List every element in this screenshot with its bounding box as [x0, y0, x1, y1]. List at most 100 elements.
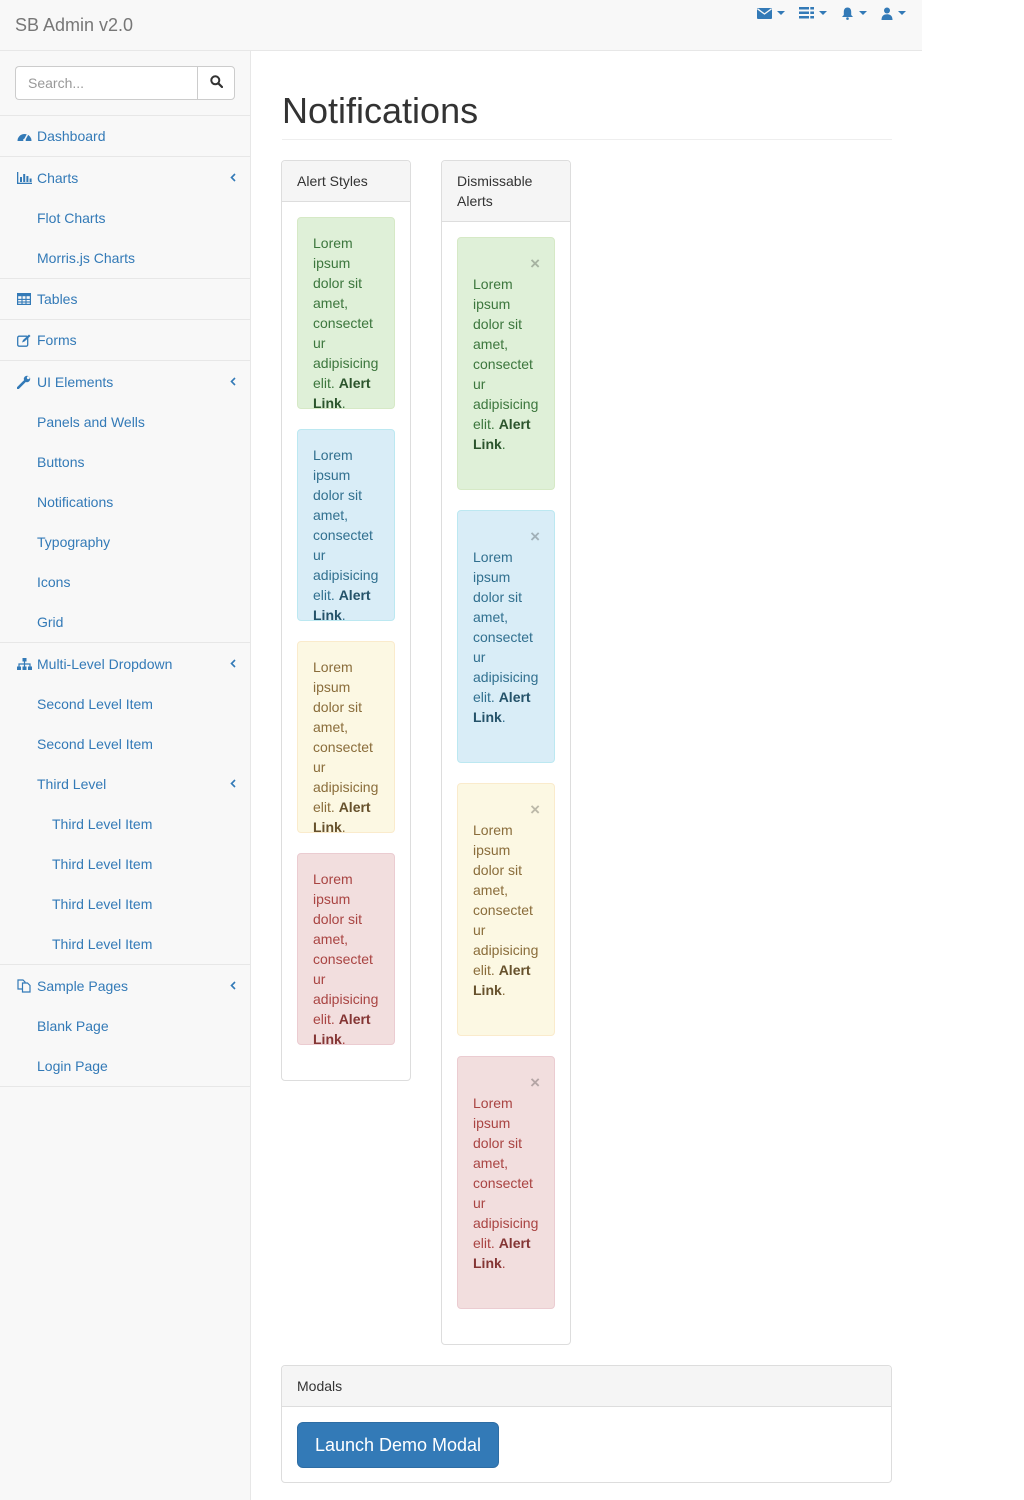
alert-message: Lorem ipsum dolor sit amet, consectetur …: [473, 276, 539, 432]
sidebar-item-flot-charts[interactable]: Flot Charts: [37, 210, 106, 226]
sidebar-search: [0, 51, 250, 116]
caret-down-icon: [898, 11, 906, 15]
alert-message: Lorem ipsum dolor sit amet, consectetur …: [473, 822, 539, 978]
files-icon: [17, 978, 33, 994]
sidebar-item-tables[interactable]: Tables: [0, 279, 250, 320]
sidebar-item-notifications[interactable]: Notifications: [37, 494, 114, 510]
alert-message: Lorem ipsum dolor sit amet, consectetur …: [313, 447, 379, 603]
messages-dropdown[interactable]: [757, 7, 785, 19]
user-dropdown[interactable]: [881, 7, 906, 20]
sidebar-item-typography[interactable]: Typography: [37, 534, 111, 550]
dismissable-alert-warning: × Lorem ipsum dolor sit amet, consectetu…: [457, 783, 555, 1036]
wrench-icon: [17, 374, 33, 390]
sidebar-item-label: Sample Pages: [37, 977, 129, 994]
alert-message: Lorem ipsum dolor sit amet, consectetur …: [473, 1095, 539, 1251]
sidebar-item-third-level[interactable]: Third Level: [0, 764, 250, 804]
alert-message: Lorem ipsum dolor sit amet, consectetur …: [313, 871, 379, 1027]
alert-link[interactable]: Alert Link: [313, 1011, 371, 1047]
search-input[interactable]: [15, 66, 197, 100]
sidebar-item-second-level-2[interactable]: Second Level Item: [37, 736, 153, 752]
alert-text: Lorem ipsum dolor sit amet, consectetur …: [313, 233, 379, 413]
dashboard-icon: [17, 128, 33, 144]
tasks-dropdown[interactable]: [799, 7, 827, 19]
alert-link[interactable]: Alert Link: [313, 587, 371, 623]
sidebar-item-forms[interactable]: Forms: [0, 320, 250, 361]
sidebar-item-login-page[interactable]: Login Page: [37, 1058, 108, 1074]
alert-text: Lorem ipsum dolor sit amet, consectetur …: [473, 274, 539, 454]
dismissable-alert-info: × Lorem ipsum dolor sit amet, consectetu…: [457, 510, 555, 763]
close-icon[interactable]: ×: [530, 254, 540, 273]
close-icon[interactable]: ×: [530, 1073, 540, 1092]
alert-period: .: [341, 1031, 346, 1047]
brand-title[interactable]: SB Admin v2.0: [15, 15, 134, 35]
alert-period: .: [501, 436, 506, 452]
sidebar-item-sample-pages[interactable]: Sample Pages: [0, 965, 250, 1006]
title-divider: [282, 139, 892, 140]
ui-elements-submenu: Panels and Wells Buttons Notifications T…: [0, 402, 250, 643]
sidebar-item-second-level-1[interactable]: Second Level Item: [37, 696, 153, 712]
search-icon: [209, 75, 223, 91]
sidebar-item-dashboard[interactable]: Dashboard: [0, 116, 250, 157]
panel-heading: Dismissable Alerts: [442, 161, 570, 222]
multi-level-submenu: Second Level Item Second Level Item Thir…: [0, 684, 250, 965]
search-button[interactable]: [197, 66, 235, 100]
alert-styles-panel: Alert Styles Lorem ipsum dolor sit amet,…: [281, 160, 411, 1081]
sidebar-item-third-level-item-4[interactable]: Third Level Item: [52, 936, 153, 952]
alert-message: Lorem ipsum dolor sit amet, consectetur …: [313, 659, 379, 815]
sidebar-item-panels-wells[interactable]: Panels and Wells: [37, 414, 145, 430]
launch-demo-modal-button[interactable]: Launch Demo Modal: [297, 1422, 499, 1468]
bell-icon: [841, 7, 854, 20]
dismissable-alert-danger: × Lorem ipsum dolor sit amet, consectetu…: [457, 1056, 555, 1309]
sidebar-item-third-level-item-3[interactable]: Third Level Item: [52, 896, 153, 912]
bar-chart-icon: [17, 170, 33, 186]
envelope-icon: [757, 7, 772, 19]
sidebar-item-buttons[interactable]: Buttons: [37, 454, 85, 470]
sidebar-item-charts[interactable]: Charts: [0, 157, 250, 198]
alert-link[interactable]: Alert Link: [313, 375, 371, 411]
alert-period: .: [501, 1255, 506, 1271]
alert-link[interactable]: Alert Link: [473, 1235, 531, 1271]
sidebar-item-blank-page[interactable]: Blank Page: [37, 1018, 109, 1034]
alert-link[interactable]: Alert Link: [473, 416, 531, 452]
alert-danger: Lorem ipsum dolor sit amet, consectetur …: [297, 853, 395, 1047]
dismissable-alerts-panel: Dismissable Alerts × Lorem ipsum dolor s…: [441, 160, 571, 1345]
dismissable-alert-success: × Lorem ipsum dolor sit amet, consectetu…: [457, 237, 555, 490]
sidebar-item-third-level-item-1[interactable]: Third Level Item: [52, 816, 153, 832]
alert-period: .: [501, 982, 506, 998]
alert-link[interactable]: Alert Link: [473, 689, 531, 725]
sidebar-item-label: Third Level: [37, 776, 107, 792]
alert-period: .: [501, 709, 506, 725]
sidebar-item-morris-charts[interactable]: Morris.js Charts: [37, 250, 136, 266]
sidebar-item-label: Dashboard: [37, 128, 106, 144]
alert-info: Lorem ipsum dolor sit amet, consectetur …: [297, 429, 395, 623]
alert-text: Lorem ipsum dolor sit amet, consectetur …: [313, 657, 379, 837]
panel-heading: Modals: [282, 1366, 891, 1407]
main-content: Notifications Alert Styles Lorem ipsum d…: [251, 51, 922, 1500]
table-icon: [17, 291, 33, 307]
sidebar-item-ui-elements[interactable]: UI Elements: [0, 361, 250, 402]
close-icon[interactable]: ×: [530, 800, 540, 819]
sidebar-item-label: UI Elements: [37, 373, 114, 390]
alert-message: Lorem ipsum dolor sit amet, consectetur …: [313, 235, 379, 391]
sidebar-item-third-level-item-2[interactable]: Third Level Item: [52, 856, 153, 872]
alert-text: Lorem ipsum dolor sit amet, consectetur …: [473, 1093, 539, 1273]
alert-success: Lorem ipsum dolor sit amet, consectetur …: [297, 217, 395, 411]
page-title: Notifications: [282, 90, 479, 131]
user-icon: [881, 7, 893, 20]
chevron-left-icon: [230, 655, 236, 671]
alerts-dropdown[interactable]: [841, 7, 867, 20]
close-icon[interactable]: ×: [530, 527, 540, 546]
caret-down-icon: [777, 11, 785, 15]
alert-message: Lorem ipsum dolor sit amet, consectetur …: [473, 549, 539, 705]
sidebar-item-label: Multi-Level Dropdown: [37, 655, 173, 672]
sidebar-item-icons[interactable]: Icons: [37, 574, 71, 590]
sidebar-item-grid[interactable]: Grid: [37, 614, 64, 630]
alert-period: .: [341, 607, 346, 623]
edit-icon: [17, 332, 33, 348]
caret-down-icon: [859, 11, 867, 15]
sidebar: Dashboard Charts Flot Charts Morris.js C…: [0, 51, 251, 1500]
alert-link[interactable]: Alert Link: [313, 799, 371, 835]
sidebar-item-multi-level[interactable]: Multi-Level Dropdown: [0, 643, 250, 684]
caret-down-icon: [819, 11, 827, 15]
alert-link[interactable]: Alert Link: [473, 962, 531, 998]
